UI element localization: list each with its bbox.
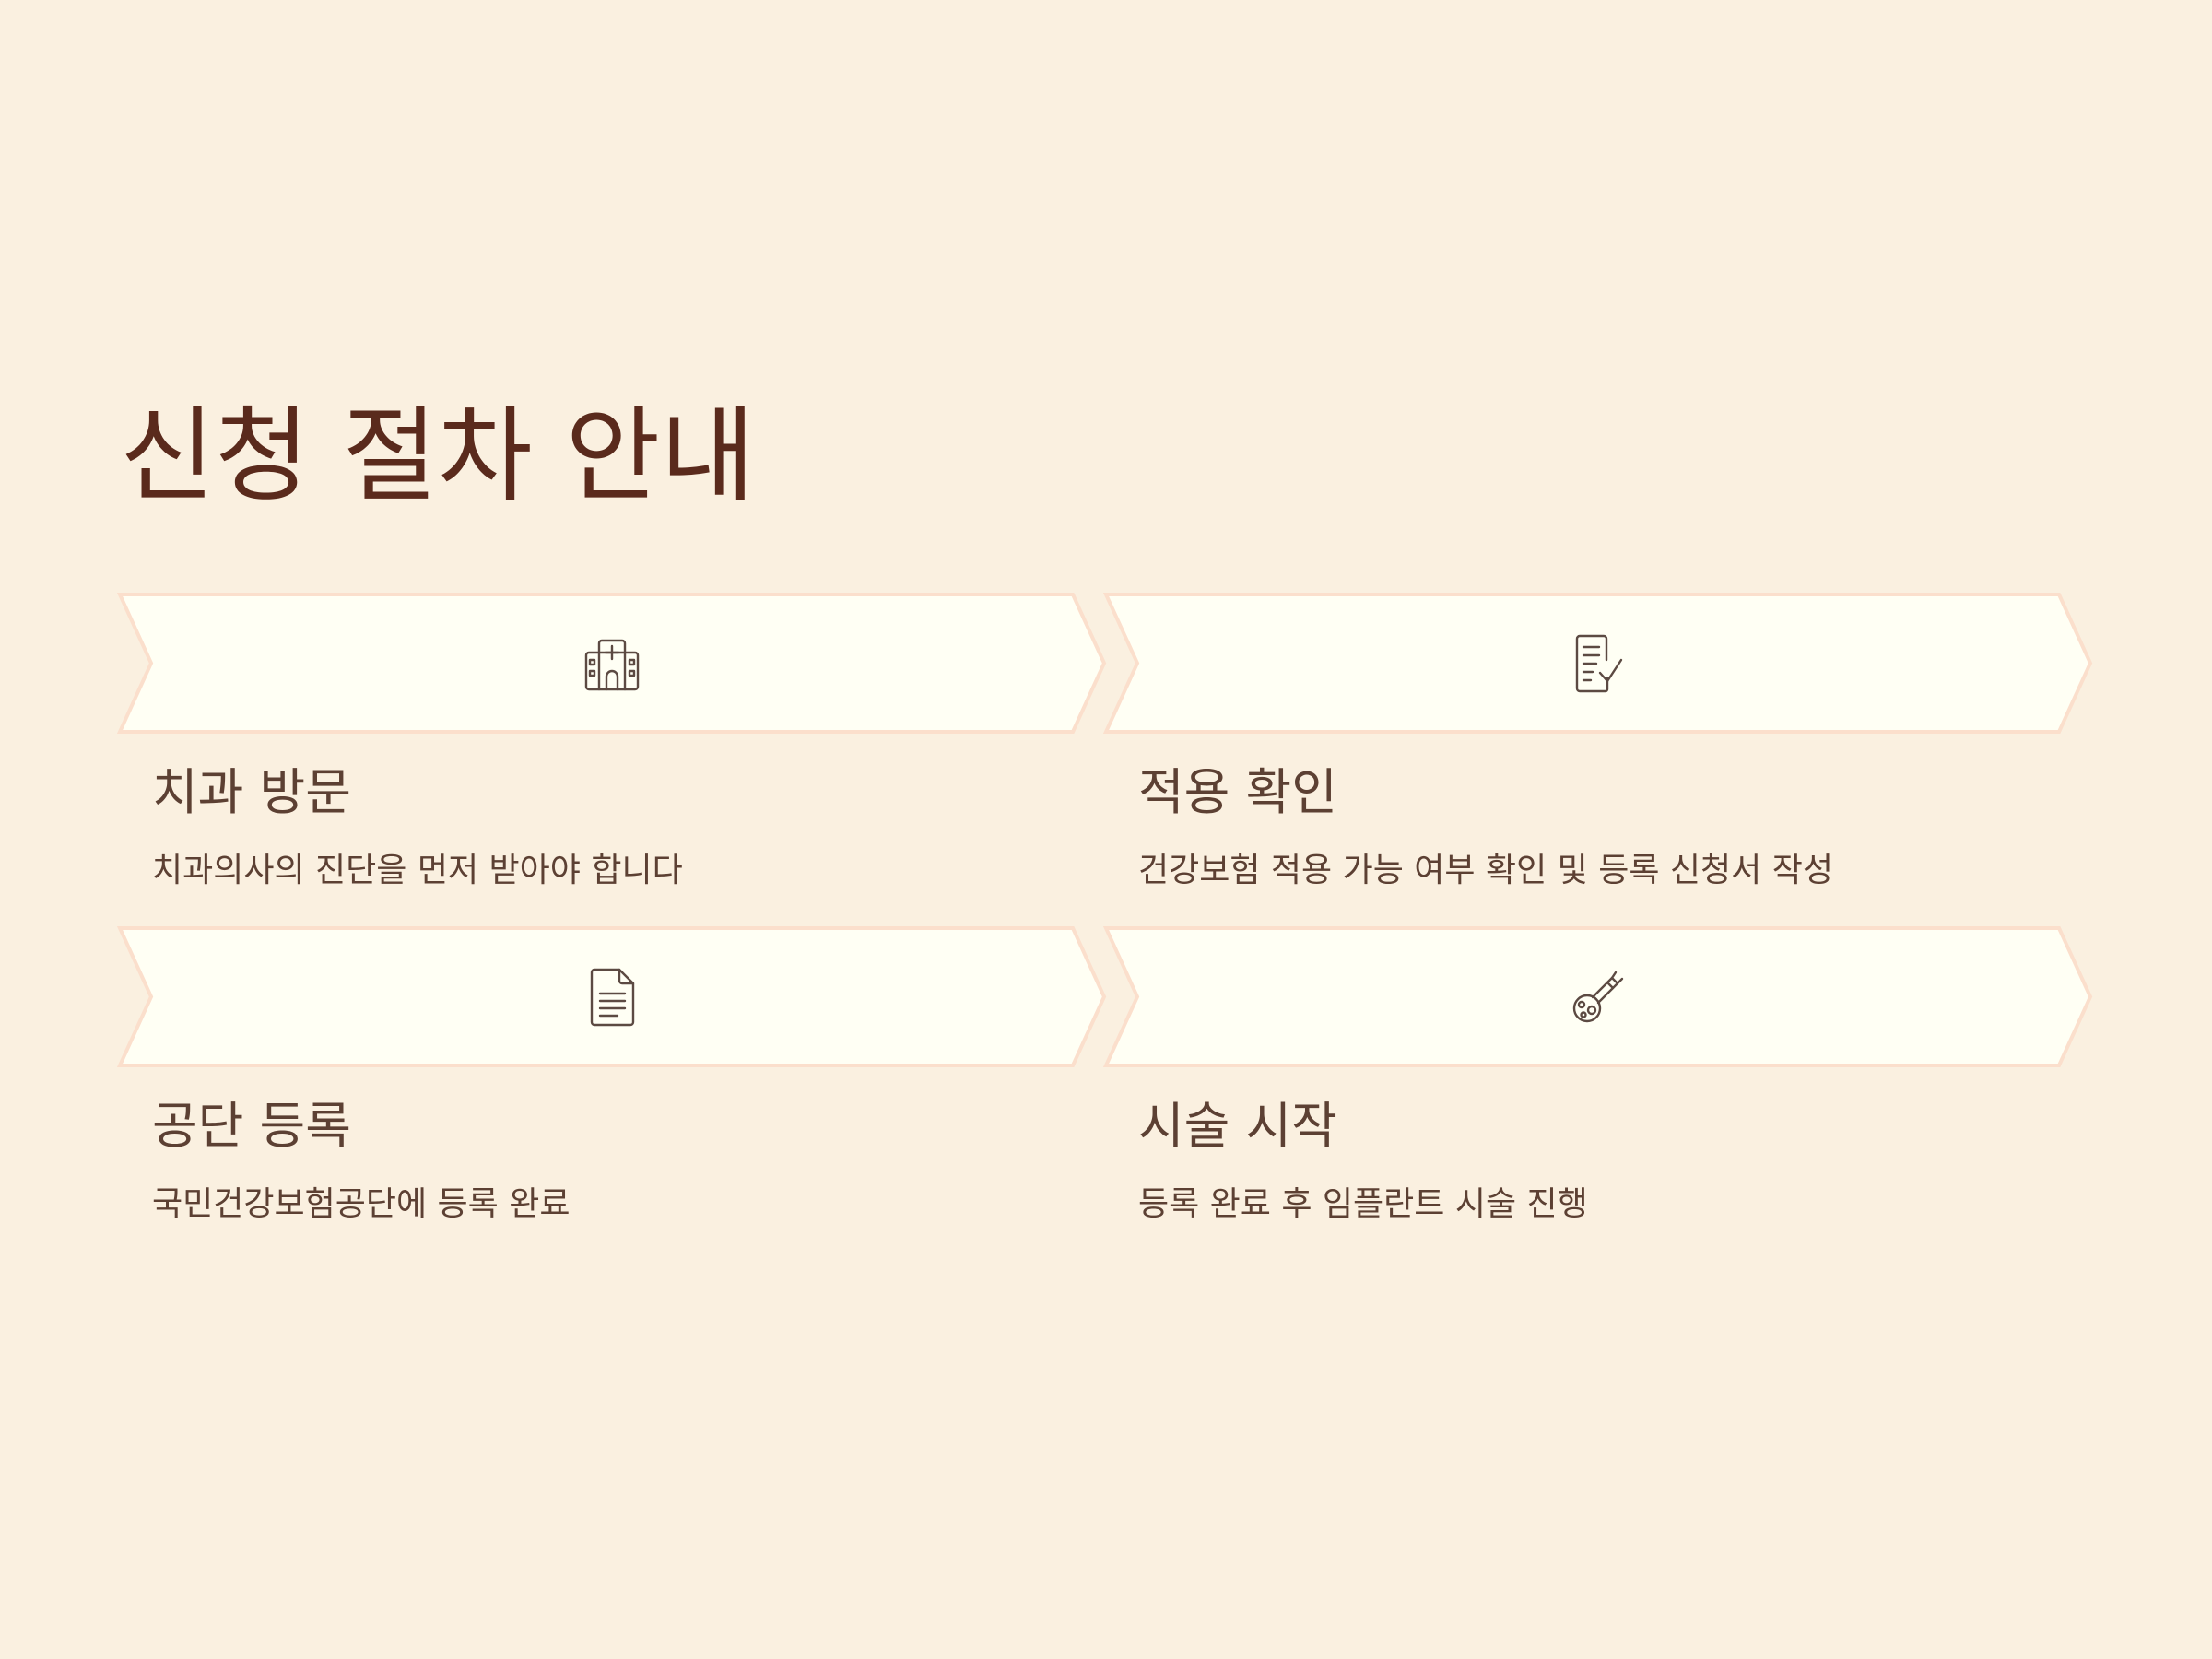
- step-description-4: 등록 완료 후 임플란트 시술 진행: [1138, 1185, 1588, 1223]
- step-title-2: 적용 확인: [1138, 763, 1337, 821]
- page-title: 신청 절차 안내: [120, 396, 756, 516]
- step-title-4: 시술 시작: [1138, 1097, 1337, 1155]
- step-arrow-4: [1103, 925, 2094, 1068]
- step-description-1: 치과의사의 진단을 먼저 받아야 합니다: [152, 852, 683, 889]
- dental-tool-icon: [1572, 971, 1624, 1023]
- document-check-icon: [1575, 634, 1623, 693]
- document-icon: [590, 968, 635, 1027]
- step-arrow-2: [1103, 592, 2094, 735]
- step-description-3: 국민건강보험공단에 등록 완료: [152, 1185, 571, 1223]
- hospital-icon: [584, 639, 640, 691]
- step-arrow-1: [117, 592, 1108, 735]
- step-description-2: 건강보험 적용 가능 여부 확인 및 등록 신청서 작성: [1138, 852, 1833, 889]
- step-title-1: 치과 방문: [152, 763, 351, 821]
- step-title-3: 공단 등록: [152, 1097, 351, 1155]
- step-arrow-3: [117, 925, 1108, 1068]
